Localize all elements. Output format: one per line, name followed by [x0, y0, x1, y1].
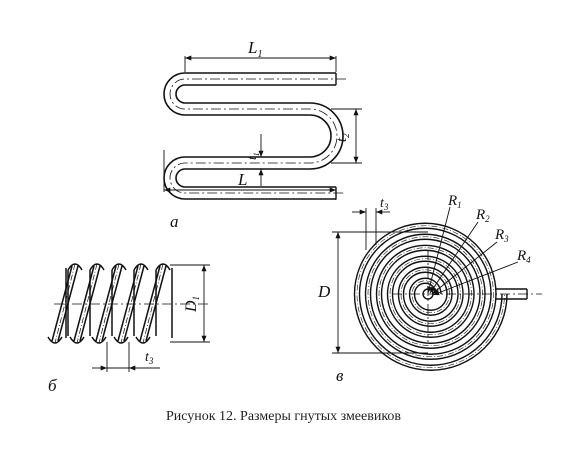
label-R4: R4: [516, 248, 531, 265]
leader-R4: [432, 261, 519, 296]
helix-strand: [139, 265, 161, 342]
label-D1: D1: [183, 296, 201, 313]
leader-R3: [431, 241, 498, 295]
panel-v-dimensions: [332, 206, 519, 354]
helix-strand-centerline: [54, 263, 76, 344]
helix-strand: [95, 265, 117, 342]
helix-strand-centerline: [98, 263, 120, 344]
label-t3-b: t3: [145, 350, 154, 366]
panel-v-letter: в: [336, 366, 344, 385]
helix-strand-centerline: [76, 263, 98, 344]
panel-b-letter: б: [48, 376, 57, 395]
panel-b-helical-coil: [47, 263, 210, 344]
panel-a-serpentine-coil: [163, 72, 346, 200]
label-D: D: [317, 282, 331, 301]
panel-a-dimensions: [163, 55, 362, 200]
panel-v-spiral-coil: [353, 222, 542, 371]
helix-strand: [73, 265, 95, 342]
label-L: L: [237, 170, 247, 189]
spiral-tube-outer-wall: [353, 222, 508, 371]
leader-R1: [427, 206, 451, 294]
helix-strand: [51, 265, 73, 342]
leader-R2: [429, 221, 479, 294]
helix-strand: [117, 265, 139, 342]
spiral-tube-inner-wall: [358, 227, 503, 366]
label-t3-v: t3: [380, 196, 389, 212]
panel-b-dimensions: [92, 264, 210, 372]
helix-strand-centerline: [142, 263, 164, 344]
serpentine-tube-inner: [175, 84, 344, 188]
label-R3: R3: [494, 227, 509, 244]
figure-caption: Рисунок 12. Размеры гнутых змеевиков: [165, 409, 402, 424]
panel-a-letter: а: [170, 212, 179, 231]
spiral-centerline: [356, 225, 505, 368]
label-R1: R1: [447, 193, 462, 210]
label-R2: R2: [475, 207, 490, 224]
label-L1: L1: [247, 38, 262, 60]
helix-strand-centerline: [120, 263, 142, 344]
label-t1: t1: [244, 152, 261, 160]
serpentine-centerline: [169, 78, 346, 194]
serpentine-tube-outer: [163, 72, 336, 200]
label-t2: t2: [334, 133, 351, 142]
